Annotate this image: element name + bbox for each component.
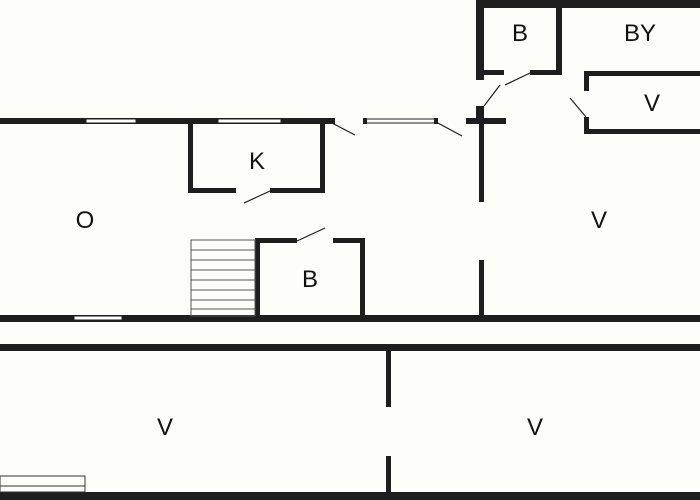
stairs — [190, 239, 256, 317]
room-label-room-right: V — [590, 207, 608, 234]
room-label-closet-top: V — [643, 90, 661, 117]
room-label-by: BY — [623, 20, 657, 47]
room-label-living: O — [75, 207, 95, 234]
bench — [0, 475, 86, 493]
doors — [243, 72, 587, 242]
window-frames — [363, 118, 438, 124]
room-label-bath-mid: B — [301, 266, 319, 293]
room-label-kitchen: K — [248, 148, 266, 175]
room-label-bottom-right: V — [526, 414, 544, 441]
room-label-bottom-left: V — [156, 414, 174, 441]
room-label-bath-top: B — [511, 20, 529, 47]
